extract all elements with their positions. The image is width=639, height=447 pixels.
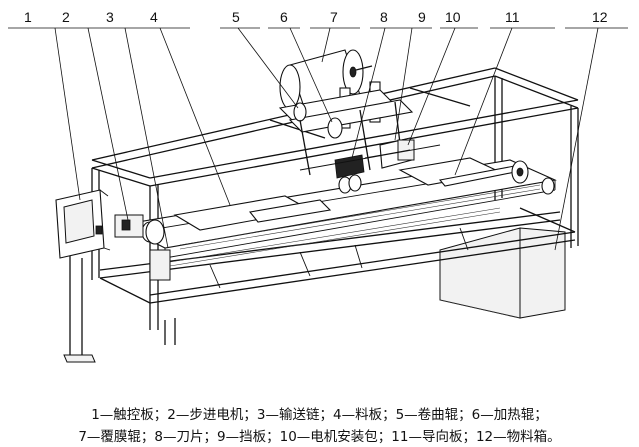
callouts: 1 2 3 4 5 6 7 8 9 10 11 12 xyxy=(8,9,628,251)
callout-12: 12 xyxy=(592,9,608,25)
machine-diagram: 1 2 3 4 5 6 7 8 9 10 11 12 xyxy=(8,9,628,363)
callout-3: 3 xyxy=(106,9,114,25)
callout-8: 8 xyxy=(380,9,388,25)
material-plate xyxy=(248,199,332,223)
callout-6: 6 xyxy=(280,9,288,25)
laminating-assembly xyxy=(278,49,441,194)
material-box xyxy=(439,227,566,319)
callout-5: 5 xyxy=(232,9,240,25)
callout-11: 11 xyxy=(505,9,520,25)
callout-10: 10 xyxy=(445,9,461,25)
stepper-motor xyxy=(114,214,171,281)
caption-line-1: 1—触控板；2—步进电机；3—输送链；4—料板；5—卷曲辊；6—加热辊； xyxy=(91,407,548,423)
callout-4: 4 xyxy=(150,9,158,25)
conveyor-bed xyxy=(118,157,557,267)
cutting-blade xyxy=(334,154,365,179)
callout-2: 2 xyxy=(62,9,70,25)
caption-line-2: 7—覆膜辊；8—刀片；9—挡板；10—电机安装包；11—导向板；12—物料箱。 xyxy=(78,429,561,445)
callout-9: 9 xyxy=(418,9,426,25)
conveyor-chain xyxy=(169,184,541,267)
callout-7: 7 xyxy=(330,9,338,25)
callout-1: 1 xyxy=(24,9,32,25)
touch-panel xyxy=(55,189,111,259)
heating-roller xyxy=(327,117,343,139)
